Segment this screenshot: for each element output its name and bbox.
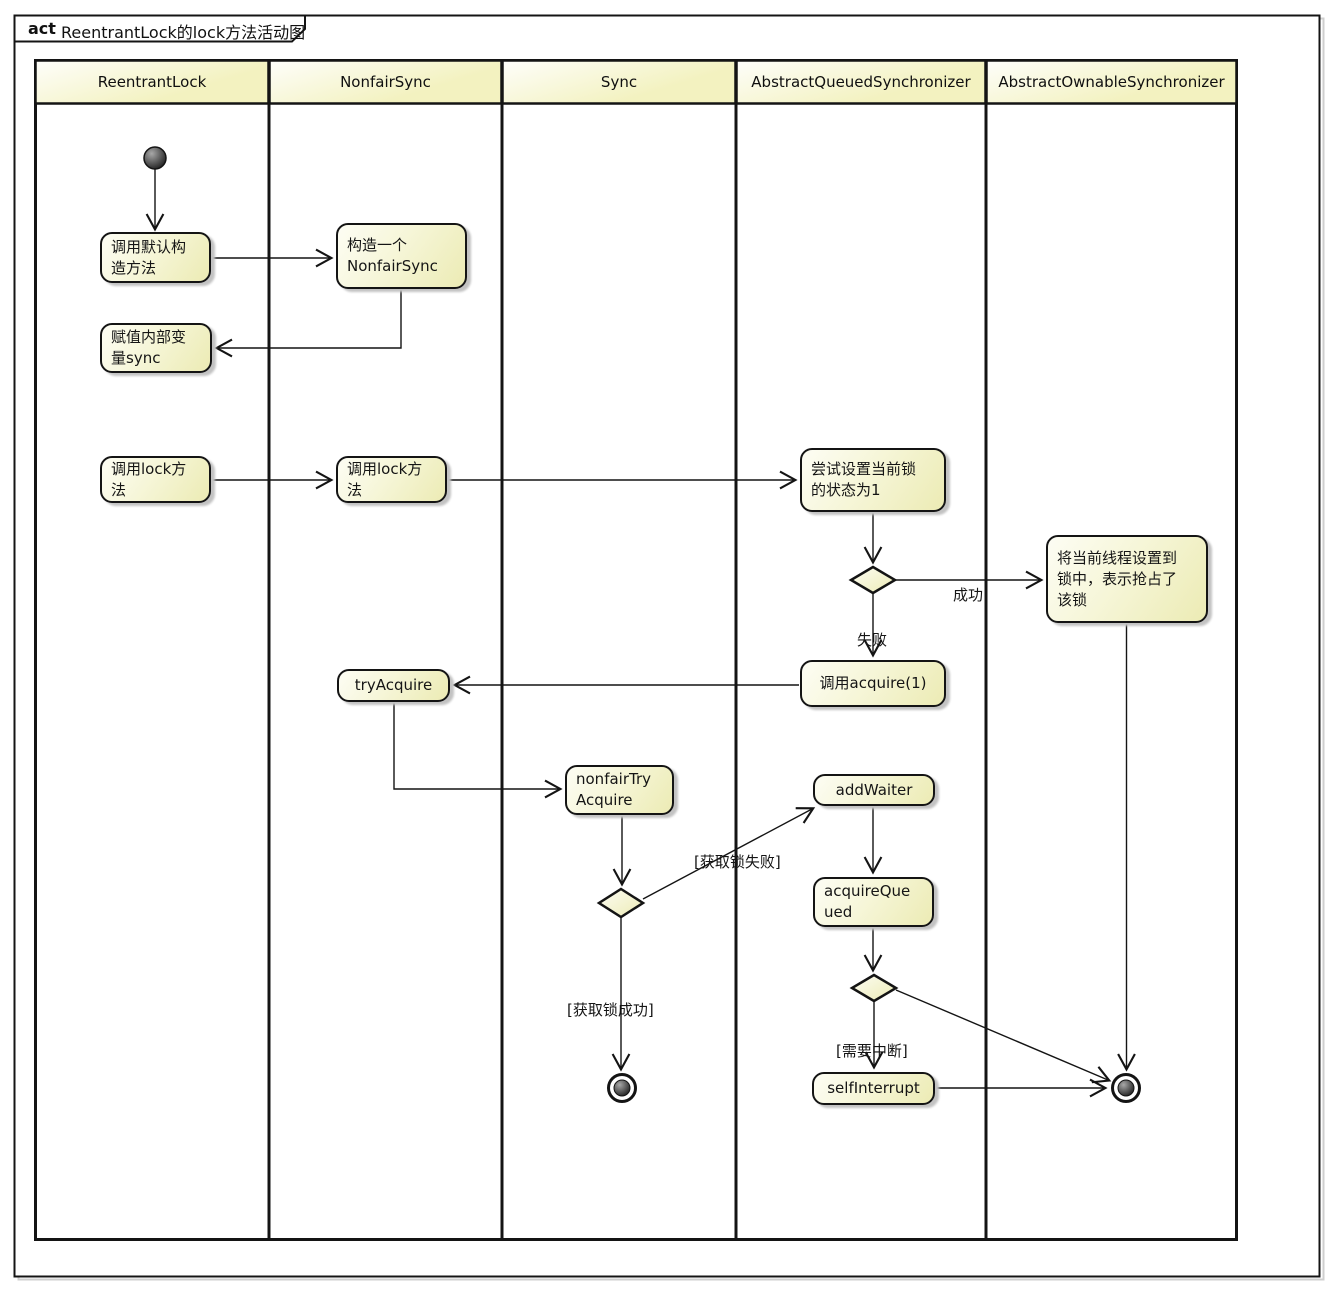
edge-construct-to-assign	[214, 290, 402, 358]
decision1-diamond	[848, 565, 898, 595]
edge-decision3-to-end	[895, 989, 1112, 1084]
edge-tryacquire-to-nonfair	[393, 703, 563, 799]
start-node	[143, 146, 167, 170]
lane-header-box-nonfairsync	[268, 59, 503, 105]
edge-decision2-lockfailed	[642, 807, 816, 900]
frame-title-tab	[13, 14, 306, 43]
connectors	[145, 169, 1136, 1098]
lane-header-box-sync	[501, 59, 737, 105]
lane-header-box-reentrantlock	[34, 59, 270, 105]
end-node-owner	[1111, 1073, 1141, 1103]
decision3-diamond	[849, 973, 899, 1003]
end-node-sync	[607, 1073, 637, 1103]
lane-dividers	[267, 60, 988, 1240]
lane-header-box-aos	[985, 59, 1238, 105]
decision2-diamond	[596, 887, 646, 919]
lane-header-box-aqs	[735, 59, 987, 105]
